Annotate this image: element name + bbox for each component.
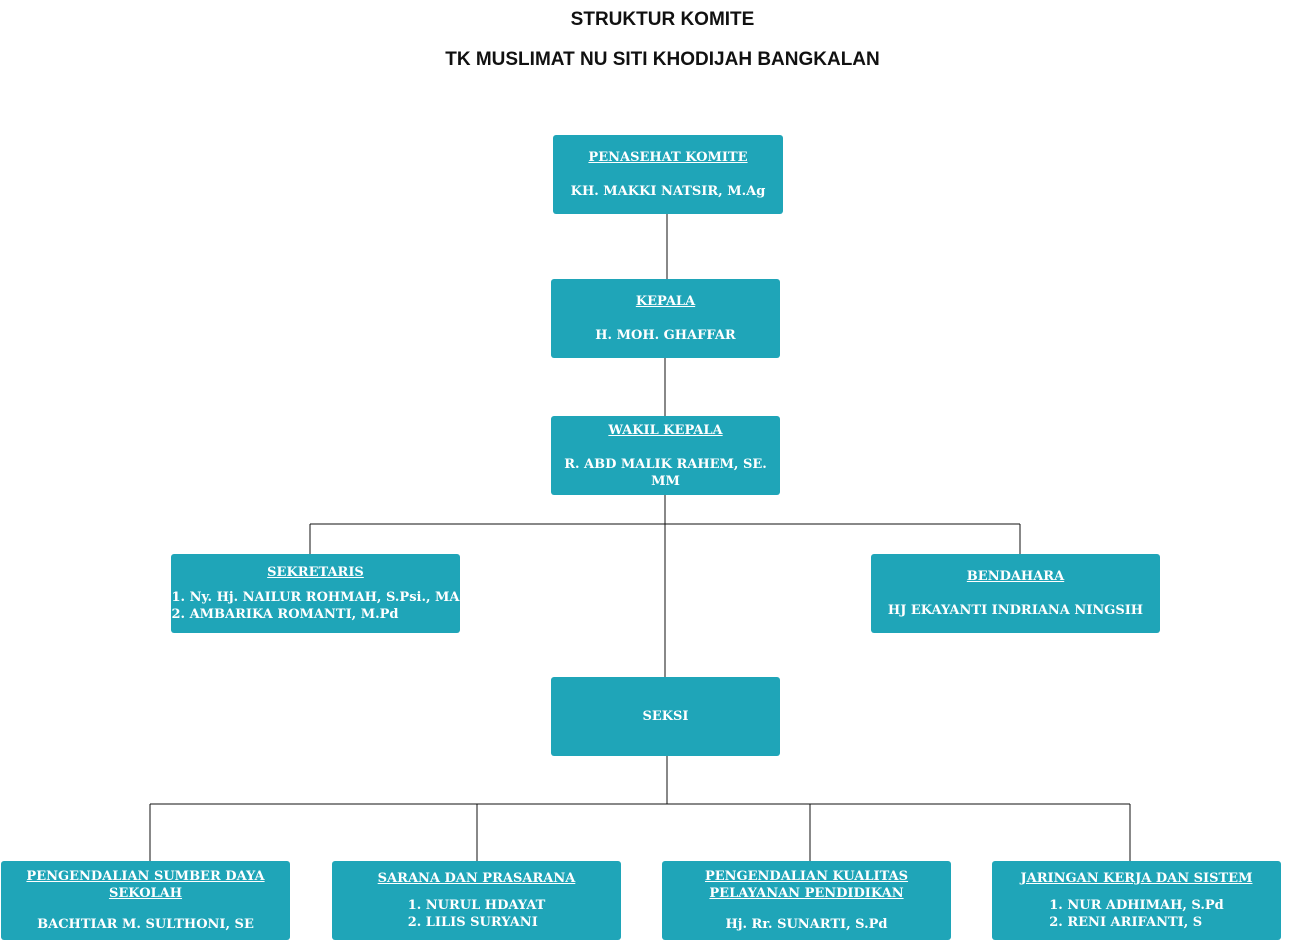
node-role: SARANA DAN PRASARANA (377, 871, 576, 886)
node-name: Hj. Rr. SUNARTI, S.Pd (725, 917, 888, 932)
node-name: KH. MAKKI NATSIR, M.Ag (570, 184, 766, 199)
node-wakil-kepala: WAKIL KEPALA R. ABD MALIK RAHEM, SE. MM (551, 416, 780, 495)
node-name: HJ EKAYANTI INDRIANA NINGSIH (887, 603, 1144, 618)
node-penasehat-komite: PENASEHAT KOMITE KH. MAKKI NATSIR, M.Ag (553, 135, 783, 214)
member-list: 1. NUR ADHIMAH, S.Pd 2. RENI ARIFANTI, S (1049, 897, 1224, 931)
member-item: 2. RENI ARIFANTI, S (1049, 915, 1203, 930)
node-jaringan-kerja: JARINGAN KERJA DAN SISTEM 1. NUR ADHIMAH… (992, 861, 1281, 940)
member-item: 2. LILIS SURYANI (407, 915, 538, 930)
node-role: KEPALA (635, 294, 696, 309)
member-item: 2. AMBARIKA ROMANTI, M.Pd (171, 607, 399, 622)
node-sekretaris: SEKRETARIS 1. Ny. Hj. NAILUR ROHMAH, S.P… (171, 554, 460, 633)
node-role: PENASEHAT KOMITE (588, 150, 748, 165)
member-item: 1. NURUL HDAYAT (407, 898, 546, 913)
node-role: PENGENDALIAN KUALITAS PELAYANAN PENDIDIK… (704, 869, 909, 901)
node-name: BACHTIAR M. SULTHONI, SE (37, 917, 254, 932)
node-role: BENDAHARA (966, 569, 1065, 584)
node-role: PENGENDALIAN SUMBER DAYA SEKOLAH (26, 869, 265, 901)
node-role: JARINGAN KERJA DAN SISTEM (1020, 871, 1253, 886)
member-list: 1. NURUL HDAYAT 2. LILIS SURYANI (408, 897, 546, 931)
member-list: 1. Ny. Hj. NAILUR ROHMAH, S.Psi., MA 2. … (171, 589, 459, 623)
node-role: SEKRETARIS (267, 565, 364, 580)
chart-title: STRUKTUR KOMITE (570, 9, 755, 30)
node-seksi: SEKSI (551, 677, 780, 756)
node-role: WAKIL KEPALA (608, 422, 723, 438)
node-pengendalian-sumber-daya: PENGENDALIAN SUMBER DAYA SEKOLAH BACHTIA… (1, 861, 290, 940)
node-name: R. ABD MALIK RAHEM, SE. MM (564, 456, 767, 489)
member-item: 1. NUR ADHIMAH, S.Pd (1049, 898, 1224, 913)
node-pengendalian-kualitas: PENGENDALIAN KUALITAS PELAYANAN PENDIDIK… (662, 861, 951, 940)
node-name: H. MOH. GHAFFAR (595, 328, 736, 343)
node-kepala: KEPALA H. MOH. GHAFFAR (551, 279, 780, 358)
chart-subtitle: TK MUSLIMAT NU SITI KHODIJAH BANGKALAN (445, 49, 880, 70)
node-bendahara: BENDAHARA HJ EKAYANTI INDRIANA NINGSIH (871, 554, 1160, 633)
node-sarana-prasarana: SARANA DAN PRASARANA 1. NURUL HDAYAT 2. … (332, 861, 621, 940)
member-item: 1. Ny. Hj. NAILUR ROHMAH, S.Psi., MA (171, 590, 460, 605)
node-label: SEKSI (642, 709, 689, 724)
